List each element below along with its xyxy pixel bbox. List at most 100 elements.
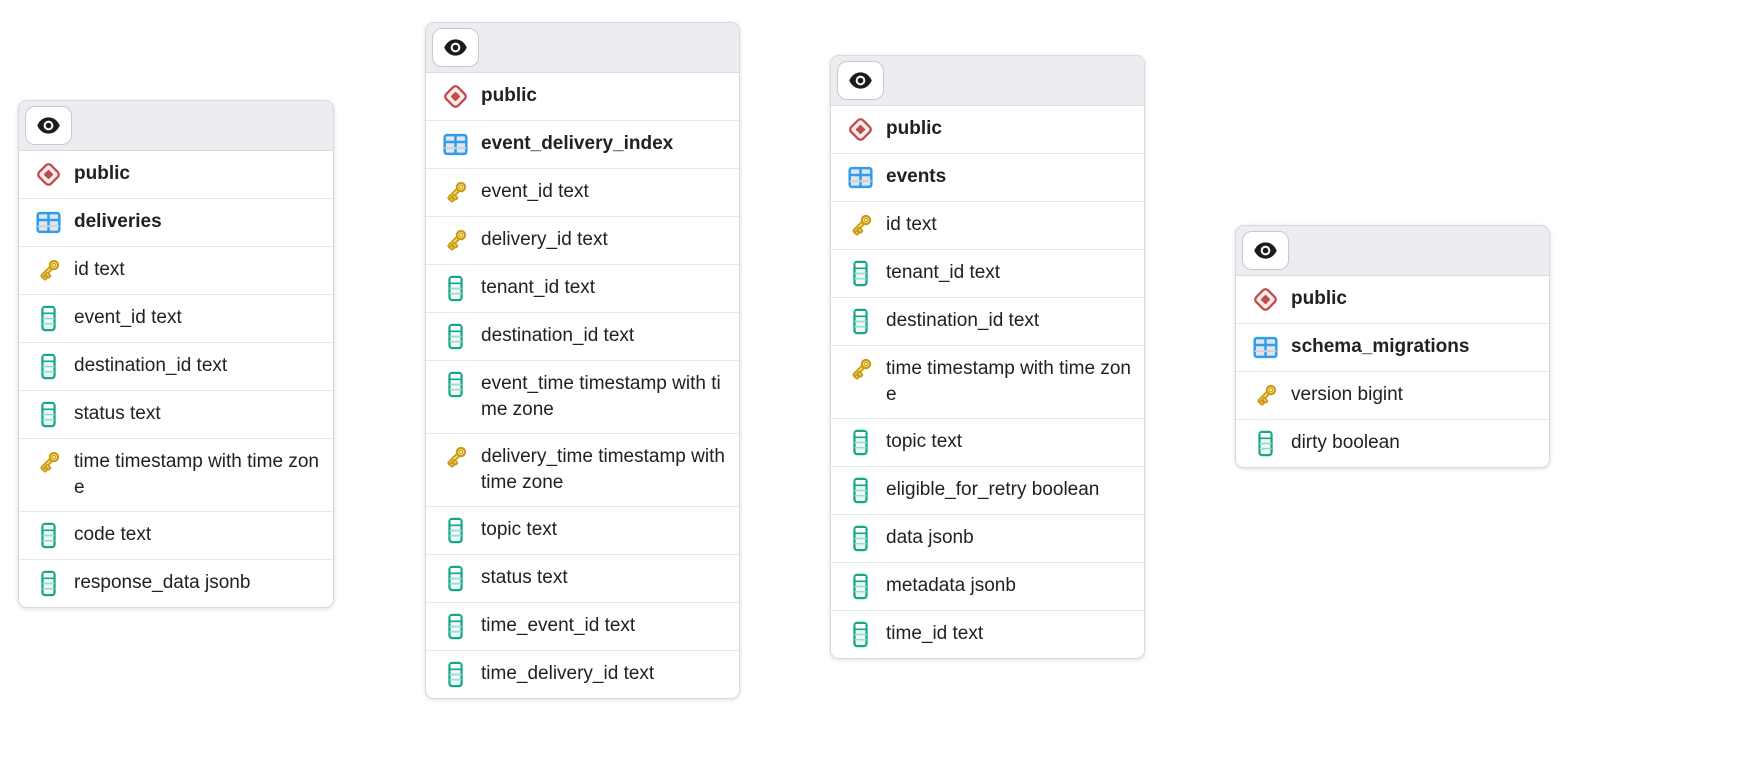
column-row[interactable]: event_id text	[426, 168, 739, 216]
column-label: data jsonb	[886, 527, 974, 548]
column-row[interactable]: id text	[19, 246, 333, 294]
column-label: eligible_for_retry boolean	[886, 479, 1100, 500]
column-icon	[847, 429, 874, 456]
column-row[interactable]: tenant_id text	[426, 264, 739, 312]
schema-row[interactable]: public	[831, 106, 1144, 153]
table-grid-icon	[847, 164, 874, 191]
column-row[interactable]: status text	[426, 554, 739, 602]
column-label: destination_id text	[481, 325, 635, 346]
key-icon	[847, 356, 874, 383]
column-icon	[442, 275, 469, 302]
column-label: event_time timestamp with time zone	[481, 373, 721, 420]
diamond-icon	[35, 161, 62, 188]
column-icon	[442, 371, 469, 398]
column-label: destination_id text	[74, 355, 228, 376]
table-name-row[interactable]: deliveries	[19, 198, 333, 246]
column-label: delivery_id text	[481, 229, 608, 250]
column-row[interactable]: destination_id text	[831, 297, 1144, 345]
table-card-deliveries[interactable]: public deliveries id text event_id text …	[18, 100, 334, 608]
table-card-events[interactable]: public events id text tenant_id text des…	[830, 55, 1145, 659]
table-name-row[interactable]: event_delivery_index	[426, 120, 739, 168]
table-name-label: event_delivery_index	[481, 133, 674, 154]
eye-icon	[35, 112, 62, 139]
column-icon	[847, 525, 874, 552]
column-row[interactable]: destination_id text	[426, 312, 739, 360]
key-icon	[35, 449, 62, 476]
column-label: status text	[481, 567, 568, 588]
card-header	[1236, 226, 1549, 276]
column-row[interactable]: dirty boolean	[1236, 419, 1549, 467]
column-row[interactable]: time_delivery_id text	[426, 650, 739, 698]
column-icon	[442, 613, 469, 640]
column-row[interactable]: data jsonb	[831, 514, 1144, 562]
key-icon	[442, 444, 469, 471]
column-icon	[35, 353, 62, 380]
column-label: response_data jsonb	[74, 572, 251, 593]
column-row[interactable]: status text	[19, 390, 333, 438]
column-icon	[847, 477, 874, 504]
column-label: event_id text	[74, 307, 182, 328]
visibility-toggle-button[interactable]	[25, 106, 72, 145]
key-icon	[442, 179, 469, 206]
schema-row[interactable]: public	[426, 73, 739, 120]
column-row[interactable]: time timestamp with time zone	[831, 345, 1144, 418]
column-icon	[847, 573, 874, 600]
schema-label: public	[1291, 288, 1347, 309]
visibility-toggle-button[interactable]	[837, 61, 884, 100]
column-label: time_id text	[886, 623, 984, 644]
column-icon	[1252, 430, 1279, 457]
table-name-row[interactable]: events	[831, 153, 1144, 201]
column-row[interactable]: delivery_time timestamp with time zone	[426, 433, 739, 506]
column-label: destination_id text	[886, 310, 1040, 331]
column-icon	[847, 260, 874, 287]
column-icon	[847, 621, 874, 648]
column-row[interactable]: destination_id text	[19, 342, 333, 390]
column-row[interactable]: eligible_for_retry boolean	[831, 466, 1144, 514]
table-name-row[interactable]: schema_migrations	[1236, 323, 1549, 371]
card-header	[426, 23, 739, 73]
schema-row[interactable]: public	[19, 151, 333, 198]
column-row[interactable]: id text	[831, 201, 1144, 249]
diamond-icon	[847, 116, 874, 143]
column-label: tenant_id text	[886, 262, 1001, 283]
card-header	[831, 56, 1144, 106]
key-icon	[35, 257, 62, 284]
key-icon	[847, 212, 874, 239]
card-header	[19, 101, 333, 151]
column-row[interactable]: topic text	[831, 418, 1144, 466]
column-label: version bigint	[1291, 384, 1403, 405]
table-grid-icon	[1252, 334, 1279, 361]
column-label: code text	[74, 524, 152, 545]
column-label: event_id text	[481, 181, 589, 202]
column-label: time timestamp with time zone	[886, 358, 1131, 405]
column-row[interactable]: event_time timestamp with time zone	[426, 360, 739, 433]
column-label: topic text	[481, 519, 558, 540]
column-row[interactable]: response_data jsonb	[19, 559, 333, 607]
table-card-schema-migrations[interactable]: public schema_migrations version bigint …	[1235, 225, 1550, 468]
schema-label: public	[481, 85, 537, 106]
table-card-event-delivery-index[interactable]: public event_delivery_index event_id tex…	[425, 22, 740, 699]
column-row[interactable]: code text	[19, 511, 333, 559]
column-row[interactable]: time_id text	[831, 610, 1144, 658]
column-row[interactable]: topic text	[426, 506, 739, 554]
column-label: id text	[74, 259, 125, 280]
visibility-toggle-button[interactable]	[1242, 231, 1289, 270]
visibility-toggle-button[interactable]	[432, 28, 479, 67]
column-label: time timestamp with time zone	[74, 451, 319, 498]
column-icon	[442, 565, 469, 592]
column-row[interactable]: event_id text	[19, 294, 333, 342]
column-row[interactable]: tenant_id text	[831, 249, 1144, 297]
column-row[interactable]: time_event_id text	[426, 602, 739, 650]
column-row[interactable]: time timestamp with time zone	[19, 438, 333, 511]
column-label: delivery_time timestamp with time zone	[481, 446, 725, 493]
table-name-label: events	[886, 166, 947, 187]
schema-row[interactable]: public	[1236, 276, 1549, 323]
column-row[interactable]: metadata jsonb	[831, 562, 1144, 610]
diamond-icon	[442, 83, 469, 110]
column-row[interactable]: delivery_id text	[426, 216, 739, 264]
column-row[interactable]: version bigint	[1236, 371, 1549, 419]
key-icon	[1252, 382, 1279, 409]
column-label: tenant_id text	[481, 277, 596, 298]
column-icon	[442, 661, 469, 688]
